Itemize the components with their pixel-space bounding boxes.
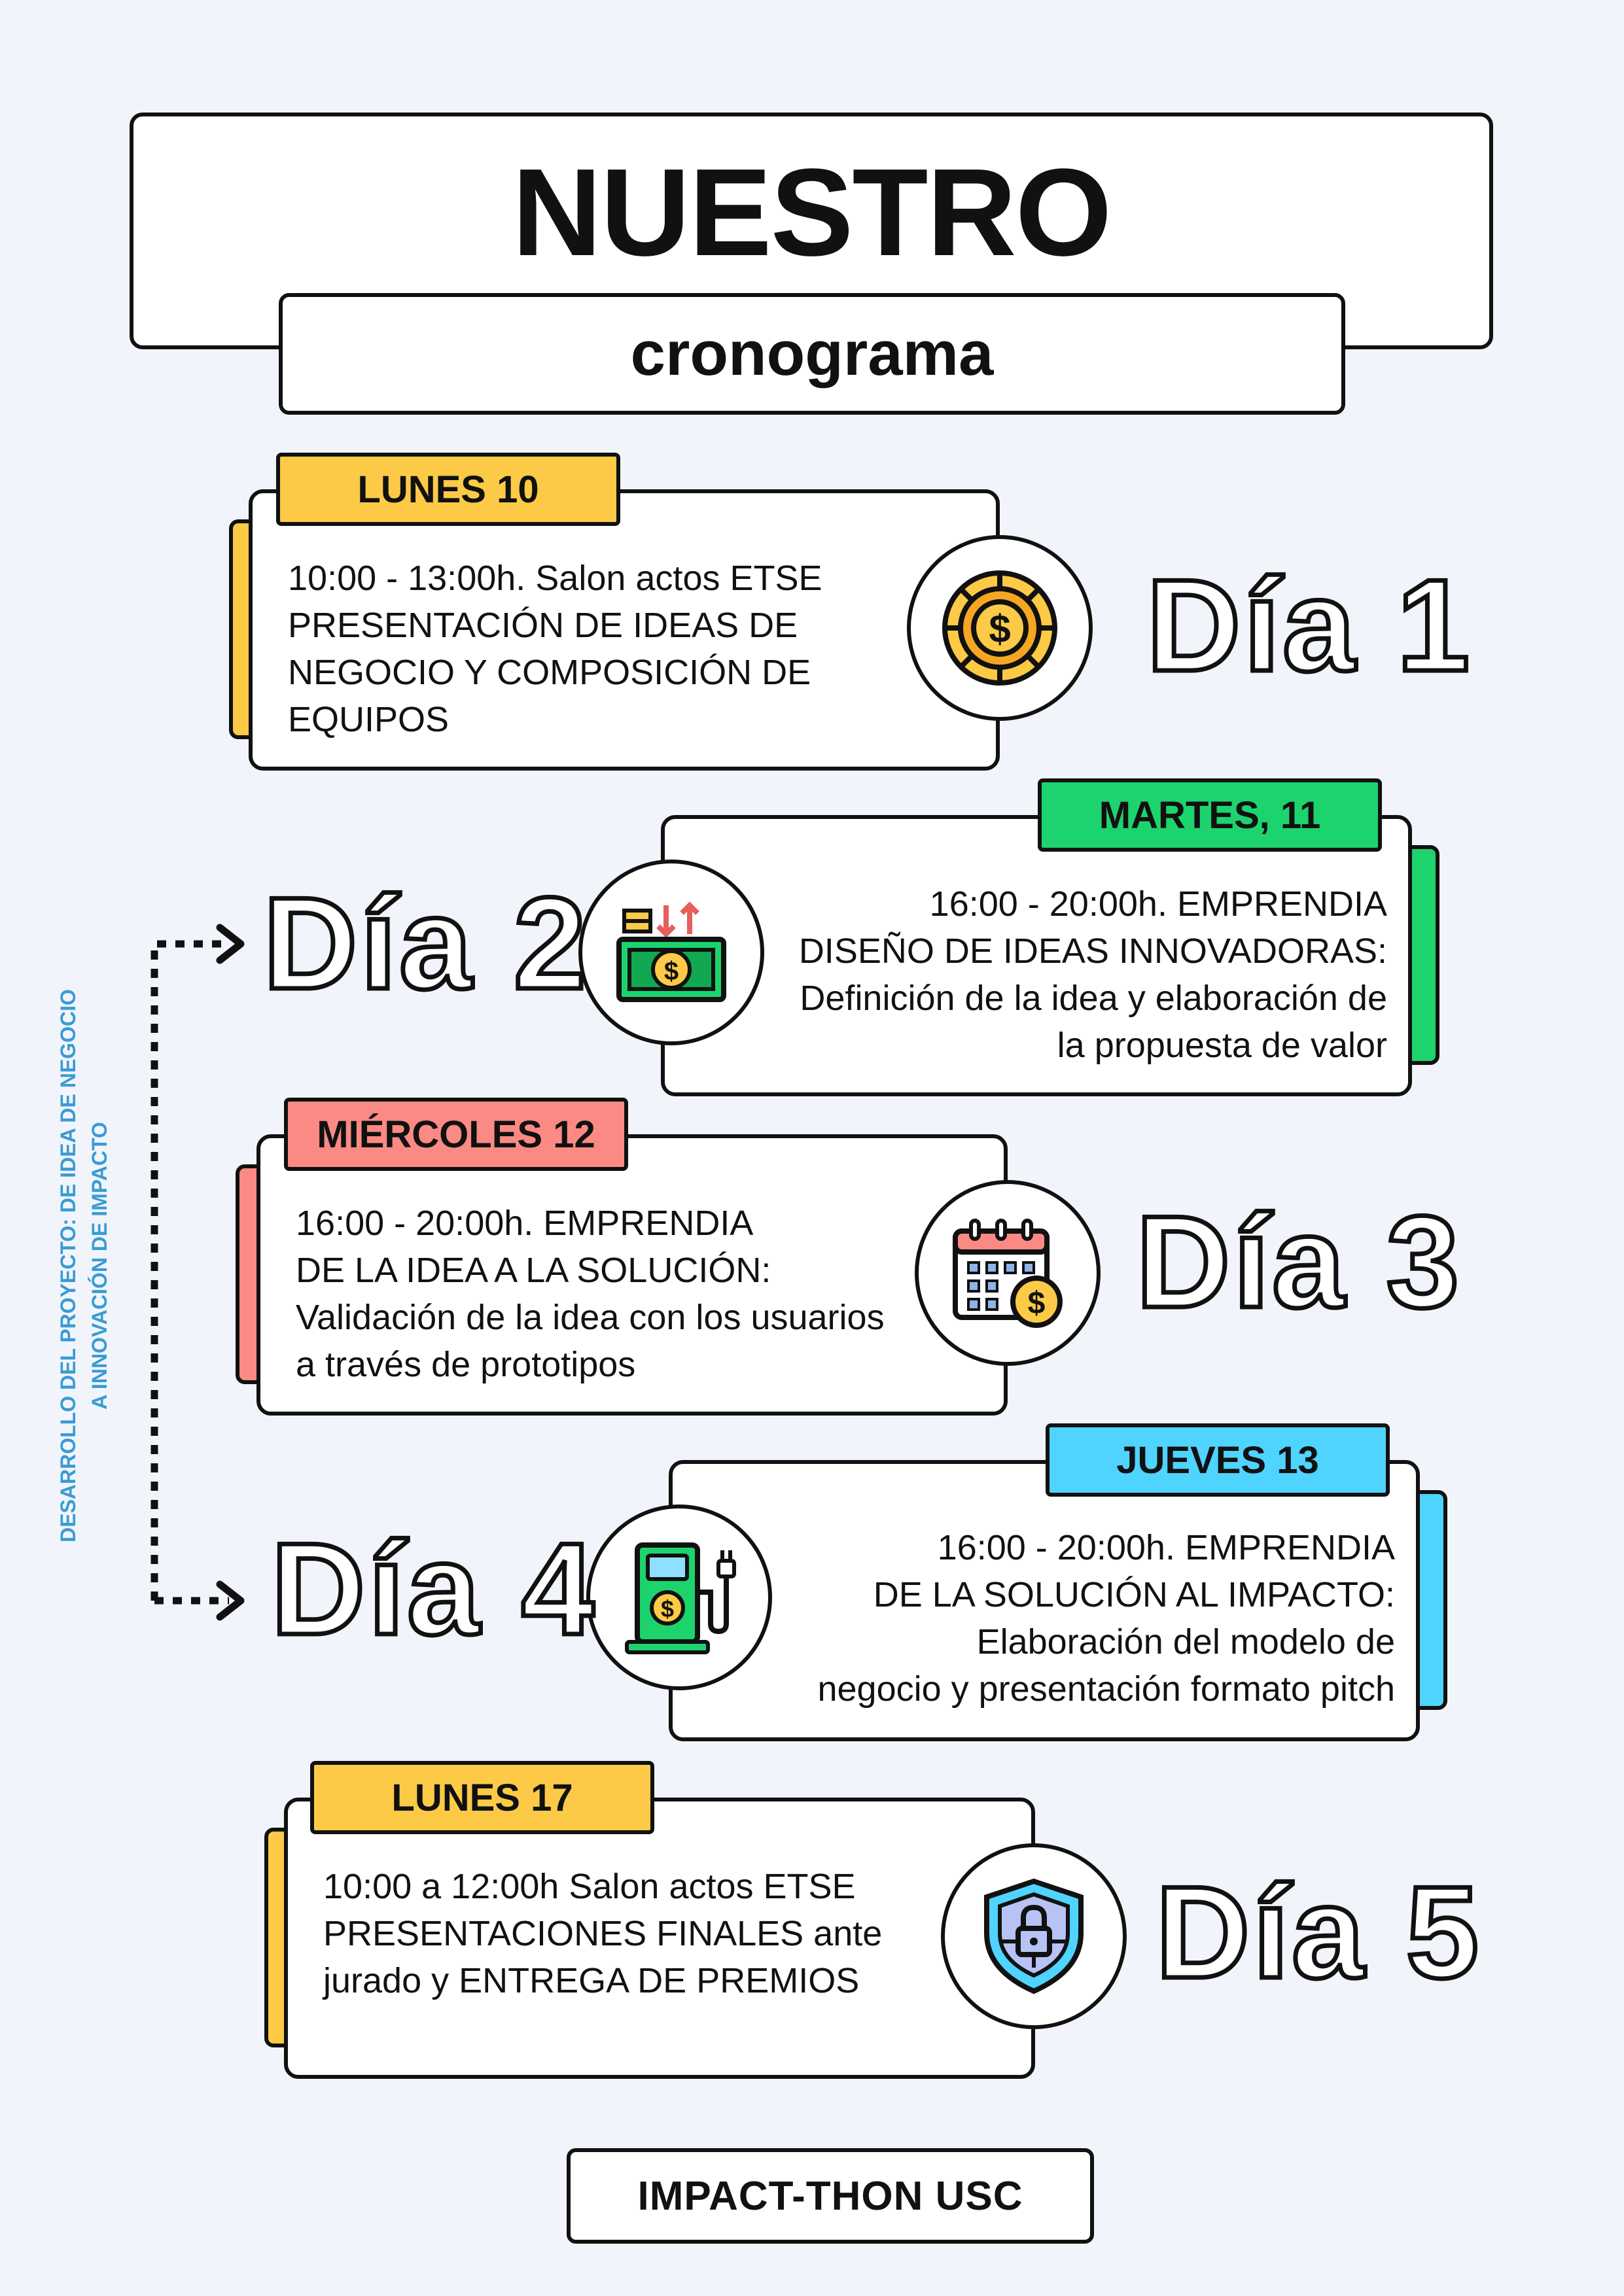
svg-text:$: $ <box>989 607 1010 651</box>
day1-label: Día 1 <box>1144 553 1473 699</box>
arrow-head-icon <box>216 1580 245 1621</box>
day3-icon-circle: $ <box>915 1180 1101 1366</box>
charging-station-icon: $ <box>625 1542 736 1654</box>
day1-icon-circle: $ <box>907 535 1093 721</box>
coin-icon: $ <box>942 570 1057 686</box>
footer-label: IMPACT-THON USC <box>637 2173 1023 2219</box>
svg-text:$: $ <box>664 957 679 986</box>
day5-icon-circle <box>941 1843 1127 2029</box>
dotted-connector <box>150 940 229 1601</box>
day1-description: 10:00 - 13:00h. Salon actos ETSE PRESENT… <box>288 559 822 739</box>
money-exchange-icon: $ <box>616 901 726 1002</box>
day1-tag: LUNES 10 <box>276 453 620 526</box>
day2-description: 16:00 - 20:00h. EMPRENDIA DISEÑO DE IDEA… <box>798 884 1387 1065</box>
day3-card <box>256 1134 1008 1416</box>
day4-description: 16:00 - 20:00h. EMPRENDIA DE LA SOLUCIÓN… <box>817 1528 1395 1709</box>
day2-icon-circle: $ <box>578 860 764 1045</box>
shield-lock-icon <box>984 1878 1084 1994</box>
day2-tag: MARTES, 11 <box>1038 778 1382 852</box>
svg-text:$: $ <box>1028 1286 1046 1321</box>
day3-description: 16:00 - 20:00h. EMPRENDIA DE LA IDEA A L… <box>296 1204 885 1384</box>
side-label-line1: DESARROLLO DEL PROYECTO: DE IDEA DE NEGO… <box>56 989 80 1542</box>
day4-tag: JUEVES 13 <box>1046 1423 1390 1497</box>
svg-text:$: $ <box>661 1595 674 1622</box>
day5-tag: LUNES 17 <box>310 1761 654 1834</box>
day5-card <box>284 1798 1035 2079</box>
day1-card <box>249 489 1000 771</box>
side-label: DESARROLLO DEL PROYECTO: DE IDEA DE NEGO… <box>52 939 131 1593</box>
day2-card <box>661 815 1412 1096</box>
day5-label: Día 5 <box>1153 1860 1482 2006</box>
day4-card <box>669 1460 1420 1741</box>
footer-box: IMPACT-THON USC <box>567 2148 1094 2244</box>
side-label-line2: A INNOVACIÓN DE IMPACTO <box>88 1122 111 1410</box>
day3-tag: MIÉRCOLES 12 <box>284 1098 628 1171</box>
calendar-money-icon: $ <box>953 1219 1063 1328</box>
day2-label: Día 2 <box>260 871 590 1017</box>
subtitle-box: cronograma <box>279 293 1345 415</box>
day4-icon-circle: $ <box>586 1505 772 1690</box>
page-subtitle: cronograma <box>630 319 994 389</box>
day3-label: Día 3 <box>1133 1189 1462 1335</box>
day5-description: 10:00 a 12:00h Salon actos ETSE PRESENTA… <box>323 1867 883 2000</box>
arrow-head-icon <box>216 924 245 964</box>
day4-label: Día 4 <box>268 1516 597 1662</box>
